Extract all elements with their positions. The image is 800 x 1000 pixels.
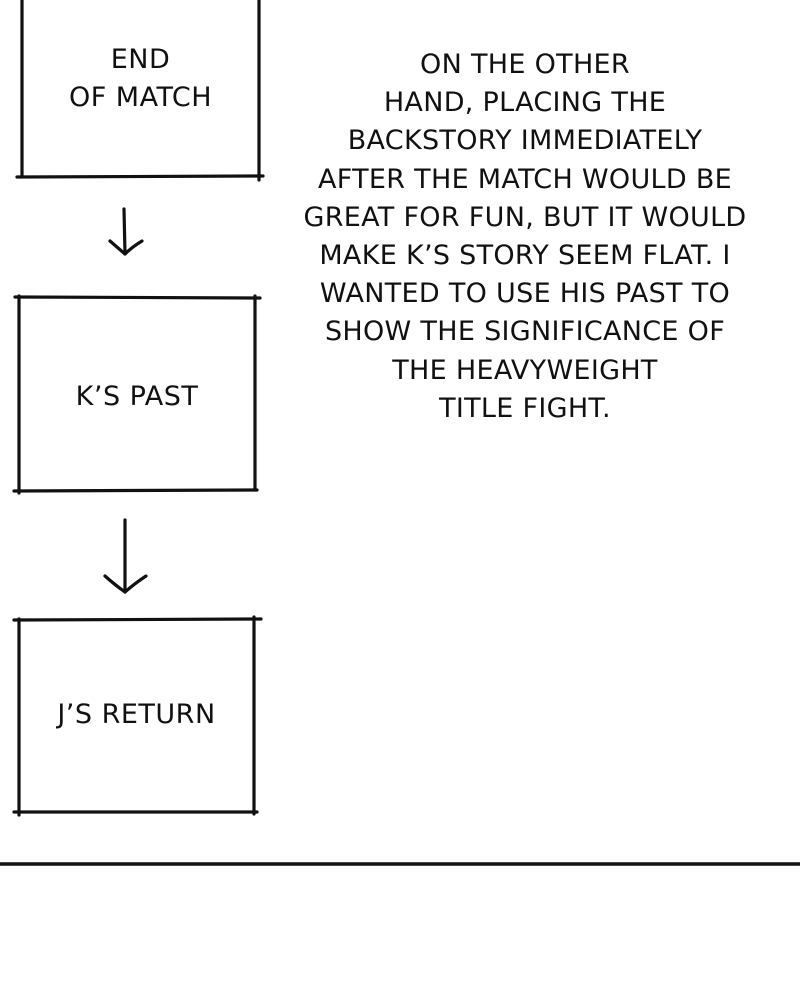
narration-line: TITLE FIGHT. (439, 392, 611, 424)
narration-line: AFTER THE MATCH WOULD BE (317, 163, 733, 195)
narration-line: MAKE K’S STORY SEEM FLAT. I (319, 240, 731, 272)
flow-box-js-return (12, 615, 263, 817)
box-label-end-of-match: END OF MATCH (22, 41, 259, 117)
narration-line: HAND, PLACING THE (383, 87, 667, 119)
box-label-line: J’S RETURN (57, 699, 216, 730)
narration-text: ON THE OTHER HAND, PLACING THE BACKSTORY… (270, 46, 780, 428)
down-arrow-icon (103, 518, 148, 594)
narration-line: THE HEAVYWEIGHT (392, 354, 658, 386)
box-label-line: END (110, 44, 171, 75)
narration-line: WANTED TO USE HIS PAST TO (319, 278, 731, 310)
narration-line: SHOW THE SIGNIFICANCE OF (324, 316, 726, 348)
flow-box-end-of-match (15, 0, 265, 182)
down-arrow-icon (108, 207, 144, 256)
flow-box-ks-past (12, 294, 262, 495)
box-label-ks-past: K’S PAST (19, 378, 255, 416)
box-label-line: OF MATCH (68, 82, 213, 113)
narration-line: BACKSTORY IMMEDIATELY (347, 125, 703, 157)
box-label-js-return: J’S RETURN (19, 696, 254, 734)
narration-line: GREAT FOR FUN, BUT IT WOULD (303, 201, 747, 233)
narration-line: ON THE OTHER (420, 49, 630, 80)
box-label-line: K’S PAST (75, 381, 199, 412)
